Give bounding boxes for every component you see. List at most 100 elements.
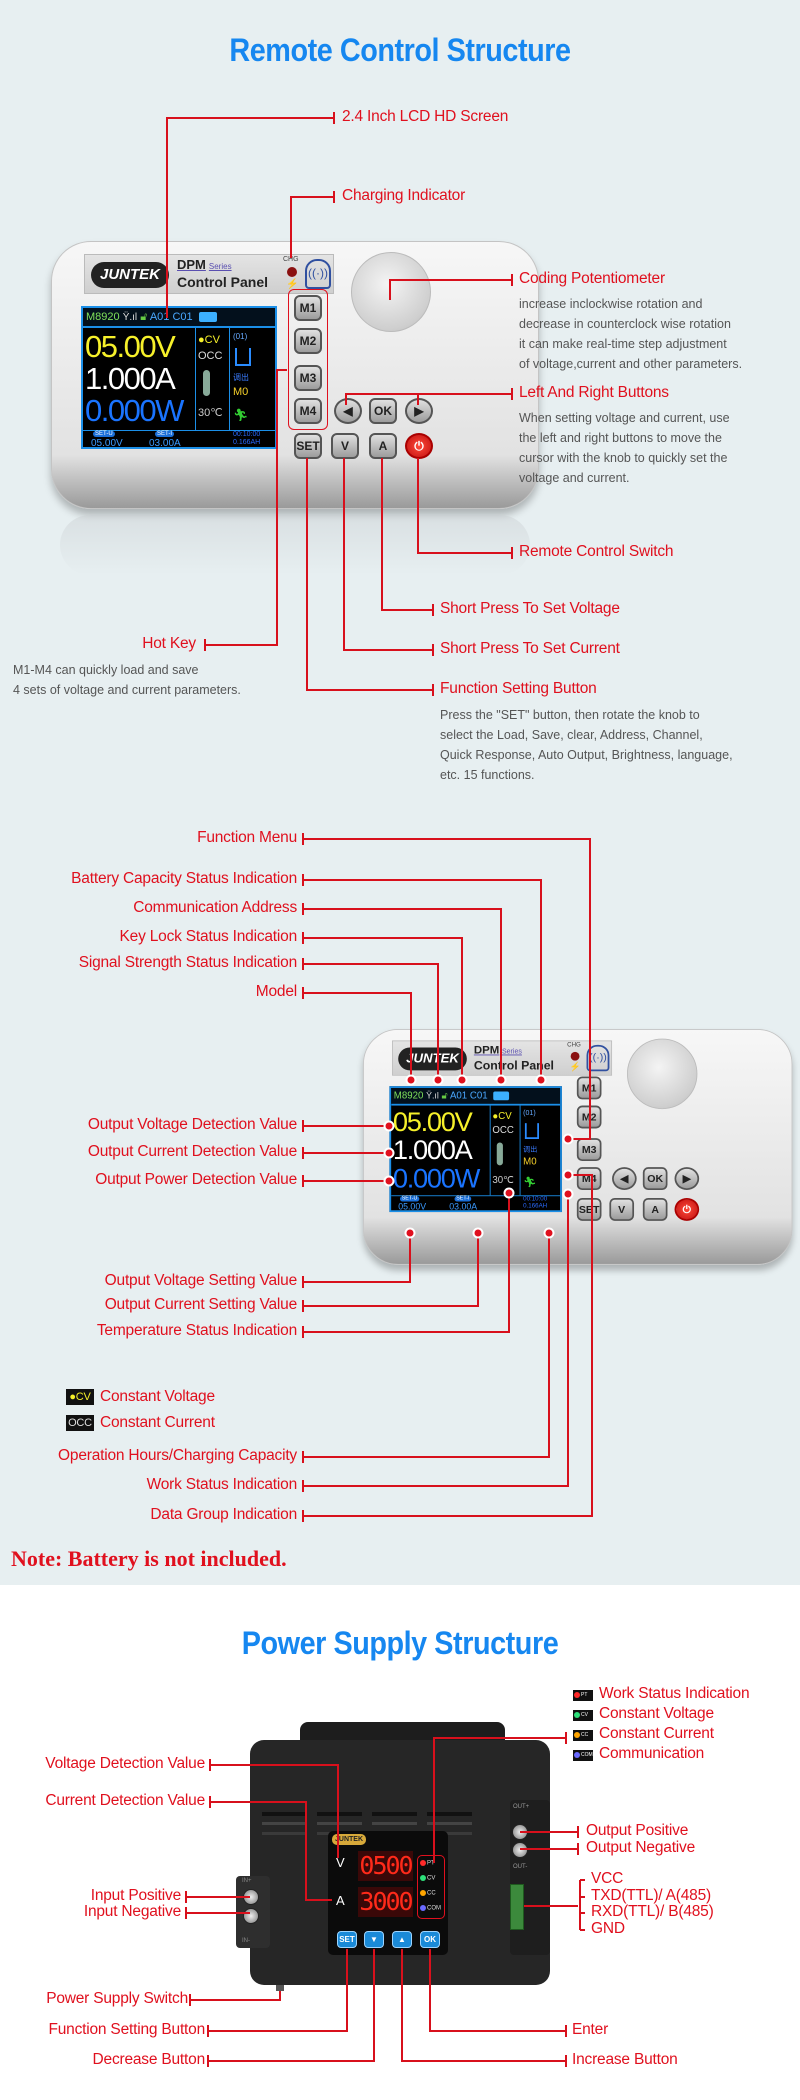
label-signal-strength: Signal Strength Status Indication — [78, 954, 297, 971]
a-button[interactable]: A — [642, 1197, 668, 1221]
juntek-logo: JUNTEK — [91, 262, 169, 288]
ok-button[interactable]: OK — [369, 398, 397, 424]
communication-terminal-block — [510, 1884, 524, 1930]
control-panel-text: Control Panel — [177, 274, 269, 290]
v-button[interactable]: V — [609, 1197, 635, 1221]
current-readout: 1.000A — [85, 361, 176, 396]
label-communication-address: Communication Address — [133, 899, 297, 916]
coding-potentiometer-knob[interactable] — [351, 252, 431, 332]
ps-ok-button[interactable]: OK — [420, 1931, 440, 1948]
vent — [262, 1822, 482, 1825]
desc-line: increase inclockwise rotation and — [519, 297, 703, 311]
v-button[interactable]: V — [331, 433, 359, 459]
set-current-value: 03.00A — [449, 1202, 478, 1213]
lcd-screen: M8920 Ÿ.ıl 🔓︎ A01 C01 05.00V 1.000A 0.00… — [389, 1086, 562, 1213]
label-rxd: RXD(TTL)/ B(485) — [591, 1903, 714, 1920]
coding-potentiometer-knob[interactable] — [627, 1038, 698, 1110]
label-enter: Enter — [572, 2021, 609, 2038]
label-input-positive: Input Positive — [90, 1887, 181, 1904]
a-button[interactable]: A — [369, 433, 397, 459]
divider — [489, 1105, 491, 1196]
ps-set-button[interactable]: SET — [337, 1931, 357, 1948]
cc-led-icon — [420, 1890, 426, 1896]
label-output-power-detection: Output Power Detection Value — [95, 1171, 297, 1188]
charging-led-icon — [287, 267, 297, 277]
remote-power-button[interactable]: ⏻ — [674, 1197, 700, 1221]
m1-button[interactable]: M1 — [294, 295, 322, 321]
output-positive-terminal — [512, 1824, 528, 1840]
label-left-right-buttons: Left And Right Buttons — [519, 384, 669, 401]
chg-label: CHG — [567, 1042, 581, 1049]
desc-line: of voltage,current and other parameters. — [519, 357, 743, 371]
current-detection-display: 3000 — [358, 1887, 414, 1917]
right-button[interactable]: ▶ — [674, 1167, 700, 1191]
ps-decrease-button[interactable]: ▼ — [364, 1931, 384, 1948]
label-gnd: GND — [591, 1920, 625, 1937]
power-switch-line — [189, 1991, 281, 2006]
capacity-text: 0.166AH — [233, 439, 261, 446]
power-switch[interactable] — [276, 1985, 284, 1991]
left-button[interactable]: ◀ — [334, 398, 362, 424]
power-supply-display: JUNTEK V A 0500 3000 PT CV CC COM SET ▼ … — [328, 1831, 448, 1955]
label-key-lock: Key Lock Status Indication — [119, 928, 298, 945]
remote-power-button[interactable]: ⏻ — [405, 433, 433, 459]
set-button[interactable]: SET — [576, 1197, 602, 1221]
address-text: A01 C01 — [449, 1090, 488, 1102]
in-plus-label: IN+ — [242, 1878, 252, 1884]
m2-button[interactable]: M2 — [294, 328, 322, 354]
right-button[interactable]: ▶ — [405, 398, 433, 424]
group-text: (01) — [523, 1109, 536, 1117]
function-setting-description: Press the "SET" button, then rotate the … — [440, 705, 733, 785]
dpm-text: DPM — [177, 257, 206, 272]
group-text: (01) — [233, 332, 248, 341]
hours-text: 00:10:00 — [233, 431, 261, 438]
out-plus-label: OUT+ — [513, 1804, 530, 1810]
label-voltage-detection: Voltage Detection Value — [45, 1755, 205, 1772]
m2-button[interactable]: M2 — [576, 1105, 602, 1129]
temperature-text: 30℃ — [198, 407, 223, 419]
desc-line: Press the "SET" button, then rotate the … — [440, 708, 700, 722]
voltage-readout: 05.00V — [85, 329, 176, 364]
left-button[interactable]: ◀ — [612, 1167, 637, 1191]
legend-constant-voltage: Constant Voltage — [599, 1705, 714, 1722]
label-vcc: VCC — [591, 1870, 624, 1887]
control-panel-text: Control Panel — [473, 1058, 554, 1073]
ok-button[interactable]: OK — [642, 1167, 668, 1191]
label-charging-indicator: Charging Indicator — [342, 187, 466, 204]
remote-control-structure-title: Remote Control Structure — [229, 32, 571, 68]
m4-button[interactable]: M4 — [576, 1167, 602, 1191]
m3-button[interactable]: M3 — [294, 365, 322, 391]
callout-text: 调出 — [523, 1145, 538, 1154]
label-increase-button: Increase Button — [572, 2051, 678, 2068]
dpm-text: DPM — [473, 1043, 500, 1057]
power-readout: 0.000W — [85, 393, 184, 428]
label-set-current: Short Press To Set Current — [440, 640, 620, 657]
m1-button[interactable]: M1 — [576, 1076, 602, 1100]
set-button[interactable]: SET — [294, 433, 322, 459]
set-voltage-value: 05.00V — [398, 1202, 427, 1213]
input-positive-terminal — [243, 1889, 259, 1905]
label-battery-capacity: Battery Capacity Status Indication — [71, 870, 297, 887]
juntek-logo: JUNTEK — [398, 1047, 467, 1071]
label-remote-control-switch: Remote Control Switch — [519, 543, 674, 560]
desc-line: voltage and current. — [519, 471, 630, 485]
cv-text: CV — [427, 1875, 436, 1882]
ps-increase-button[interactable]: ▲ — [392, 1931, 412, 1948]
label-output-current-detection: Output Current Detection Value — [87, 1143, 297, 1160]
label-output-current-setting: Output Current Setting Value — [104, 1296, 297, 1313]
pt-text: PT — [427, 1860, 435, 1867]
m3-button[interactable]: M3 — [576, 1138, 602, 1161]
legend-pt-icon: PT — [573, 1690, 593, 1701]
power-readout: 0.000W — [392, 1162, 480, 1194]
bucket-icon — [235, 348, 251, 366]
cv-indicator: ●CV — [492, 1110, 512, 1122]
m4-button[interactable]: M4 — [294, 398, 322, 424]
status-bar: M8920 Ÿ.ıl 🔓︎ A01 C01 — [391, 1087, 561, 1106]
set-i-tag: SET-I — [454, 1196, 472, 1202]
